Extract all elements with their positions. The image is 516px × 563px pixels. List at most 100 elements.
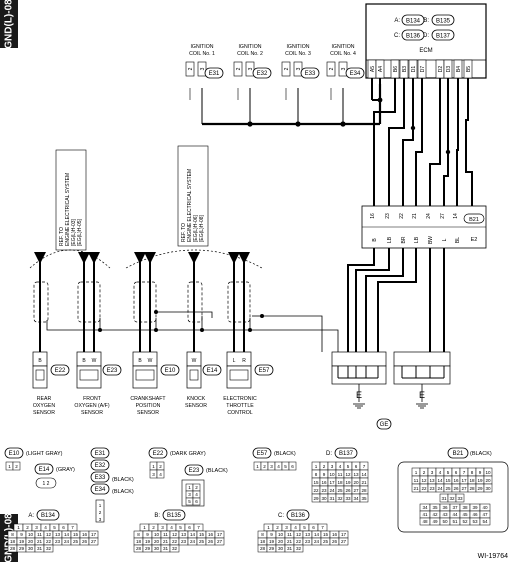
pin-number: 3 [161,525,164,530]
pin-number: 4 [44,525,47,530]
pin-number: 16 [82,532,88,537]
pin-number: 31 [441,496,447,501]
pin-number: 21 [37,539,43,544]
pin-number: 9 [323,472,326,477]
pin-number: 3 [99,517,102,522]
pin-number: 11 [37,532,42,537]
b21-color: (BLACK) [470,451,492,457]
pin-number: 32 [337,496,343,501]
b21-pin: 27 [440,213,446,219]
pin-number: 10 [28,532,34,537]
pin-number: 31 [329,496,335,501]
pin-number: 23 [305,539,311,544]
pin-number: 27 [217,539,223,544]
pin-number: 32 [449,496,455,501]
pin-number: 17 [91,532,97,537]
pin-number: 25 [199,539,205,544]
pin-number: 32 [296,546,302,551]
pin-number: 27 [353,488,359,493]
ref-line: REF. TO [59,227,65,246]
coil-pin: 2 [236,67,242,70]
ref-line: ENGINE ELECTRICAL SYSTEM [187,169,193,242]
pin-number: 7 [363,464,366,469]
pin-number: 6 [291,464,294,469]
pin-number: 15 [313,480,319,485]
sensor-label: REAR [37,396,52,402]
sensor-connector: E14 [207,368,218,374]
pin-number: 3 [35,525,38,530]
e22-color: (DARK GRAY) [170,451,206,457]
pin-number: 31 [37,546,43,551]
pin-number: 29 [313,496,319,501]
ecm-legend-b134: B134 [406,19,421,25]
pin-number: 33 [457,496,463,501]
coil-pin: 3 [248,67,254,70]
coil-connector: E34 [350,71,361,77]
pin-number: 44 [452,512,458,517]
ref-notes: REF. TO ENGINE ELECTRICAL SYSTEM[EG(L)H-0… [55,145,209,251]
pin-number: 5 [303,525,306,530]
pin-number: 12 [46,532,52,537]
ecm-legend-b137: B137 [436,34,451,40]
pin-number: 40 [482,505,488,510]
pin-number: 1 [256,464,259,469]
pin-number: 51 [452,519,458,524]
coil-pin: 3 [341,67,347,70]
pin-number: 4 [277,464,280,469]
pin-number: 11 [414,478,419,483]
pin-number: 2 [263,464,266,469]
pin-number: 20 [278,539,284,544]
pin-number: 25 [445,486,451,491]
pin-number: 30 [485,486,491,491]
pin-number: 28 [136,546,142,551]
sensor-label: FRONT [83,396,102,402]
pin-number: 10 [278,532,284,537]
ref-line: [EG(L)H-06] [193,214,199,242]
pin-number: 12 [345,472,351,477]
b137-code: B137 [339,451,354,457]
pin-number: 33 [345,496,351,501]
sensor-label: SENSOR [185,403,207,409]
pin-number: 25 [73,539,79,544]
pin-number: 22 [46,539,52,544]
pin-number: 20 [353,480,359,485]
pin-number: 12 [172,532,178,537]
ecm-label: ECM [419,48,432,54]
svg-text:A:: A: [394,18,400,24]
e57-code: E57 [257,451,268,457]
pin-number: 13 [305,532,311,537]
pin-number: 13 [181,532,187,537]
ecm-pin-label: D2 [438,66,444,73]
sensor-label: SENSOR [137,410,159,416]
pin-number: 3 [270,464,273,469]
pin-number: 50 [442,519,448,524]
pin-number: 5 [284,464,287,469]
pin-number: 6 [195,499,198,504]
pin-number: 32 [172,546,178,551]
pin-number: 29 [19,546,25,551]
harness-wiring [347,248,445,352]
pin-number: 13 [429,478,435,483]
sensor-wire: W [92,358,97,364]
e31-e34-color: (BLACK) [112,489,134,495]
sensor-label: THROTTLE [226,403,254,409]
pin-number: 24 [190,539,196,544]
b21-label: B21 [469,217,479,223]
coil-connector-code: E33 [95,475,106,481]
ecm-pin-label: B3 [402,66,408,72]
pin-number: 18 [260,539,266,544]
connector-code: B135 [167,513,182,519]
svg-text:C:: C: [394,33,400,39]
pin-number: 23 [181,539,187,544]
pin-number: 42 [432,512,438,517]
pin-number: 12 [296,532,302,537]
